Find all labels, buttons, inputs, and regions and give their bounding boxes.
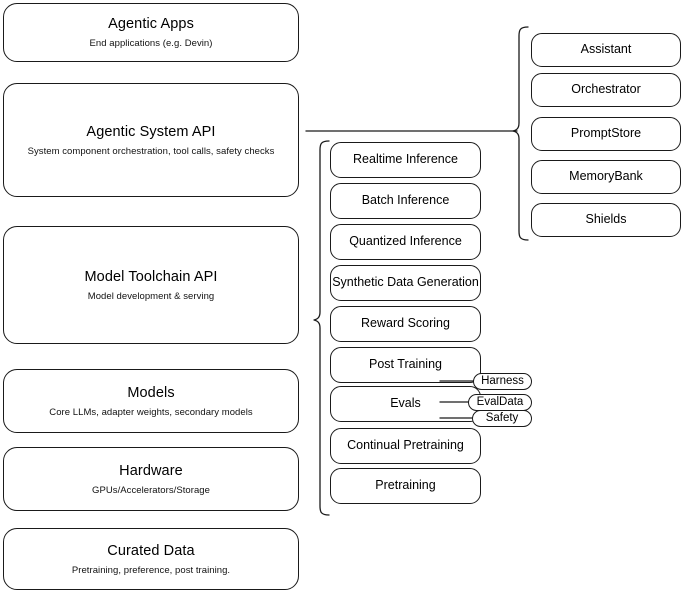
layer-agentic-system-api[interactable]: Agentic System API System component orch… [3, 83, 299, 197]
pill-label: EvalData [476, 395, 524, 408]
evals-sub-safety[interactable]: Safety [472, 410, 532, 427]
evals-sub-harness[interactable]: Harness [473, 373, 532, 390]
node-label: Post Training [369, 357, 442, 372]
layer-subtitle: Pretraining, preference, post training. [71, 564, 231, 576]
system-assistant[interactable]: Assistant [531, 33, 681, 67]
toolchain-reward-scoring[interactable]: Reward Scoring [330, 306, 481, 342]
layer-title: Curated Data [107, 542, 195, 559]
toolchain-realtime-inference[interactable]: Realtime Inference [330, 142, 481, 178]
node-label: Continual Pretraining [347, 438, 464, 453]
node-label: PromptStore [570, 126, 642, 141]
layer-title: Hardware [119, 462, 183, 479]
system-orchestrator[interactable]: Orchestrator [531, 73, 681, 107]
toolchain-evals[interactable]: Evals [330, 386, 481, 422]
layer-subtitle: Core LLMs, adapter weights, secondary mo… [49, 406, 253, 418]
node-label: Reward Scoring [361, 316, 450, 331]
toolchain-pretraining[interactable]: Pretraining [330, 468, 481, 504]
brace-toolchain-components [313, 140, 330, 516]
node-label: MemoryBank [569, 169, 643, 184]
layer-models[interactable]: Models Core LLMs, adapter weights, secon… [3, 369, 299, 433]
node-label: Quantized Inference [349, 234, 462, 249]
layer-subtitle: GPUs/Accelerators/Storage [92, 484, 210, 496]
node-label: Assistant [580, 42, 632, 57]
node-label: Orchestrator [571, 82, 641, 97]
toolchain-continual-pretraining[interactable]: Continual Pretraining [330, 428, 481, 464]
pill-label: Safety [485, 411, 519, 424]
layer-curated-data[interactable]: Curated Data Pretraining, preference, po… [3, 528, 299, 590]
layer-model-toolchain-api[interactable]: Model Toolchain API Model development & … [3, 226, 299, 344]
node-label: Synthetic Data Generation [332, 275, 479, 290]
toolchain-synthetic-data-generation[interactable]: Synthetic Data Generation [330, 265, 481, 301]
evals-sub-evaldata[interactable]: EvalData [468, 394, 532, 411]
toolchain-quantized-inference[interactable]: Quantized Inference [330, 224, 481, 260]
layer-subtitle: End applications (e.g. Devin) [89, 38, 213, 50]
brace-system-components [512, 26, 529, 241]
layer-subtitle: Model development & serving [87, 290, 215, 302]
toolchain-batch-inference[interactable]: Batch Inference [330, 183, 481, 219]
node-label: Realtime Inference [353, 152, 458, 167]
layer-title: Agentic Apps [108, 16, 194, 32]
layer-title: Models [127, 384, 175, 401]
node-label: Shields [585, 212, 627, 227]
layer-title: Model Toolchain API [84, 268, 218, 285]
layer-hardware[interactable]: Hardware GPUs/Accelerators/Storage [3, 447, 299, 511]
layer-agentic-apps[interactable]: Agentic Apps End applications (e.g. Devi… [3, 3, 299, 62]
layer-title: Agentic System API [86, 123, 216, 140]
toolchain-post-training[interactable]: Post Training [330, 347, 481, 383]
system-shields[interactable]: Shields [531, 203, 681, 237]
node-label: Pretraining [375, 478, 436, 493]
pill-label: Harness [481, 374, 524, 387]
node-label: Evals [390, 396, 421, 411]
node-label: Batch Inference [361, 193, 450, 208]
system-memorybank[interactable]: MemoryBank [531, 160, 681, 194]
system-promptstore[interactable]: PromptStore [531, 117, 681, 151]
layer-subtitle: System component orchestration, tool cal… [27, 145, 275, 157]
